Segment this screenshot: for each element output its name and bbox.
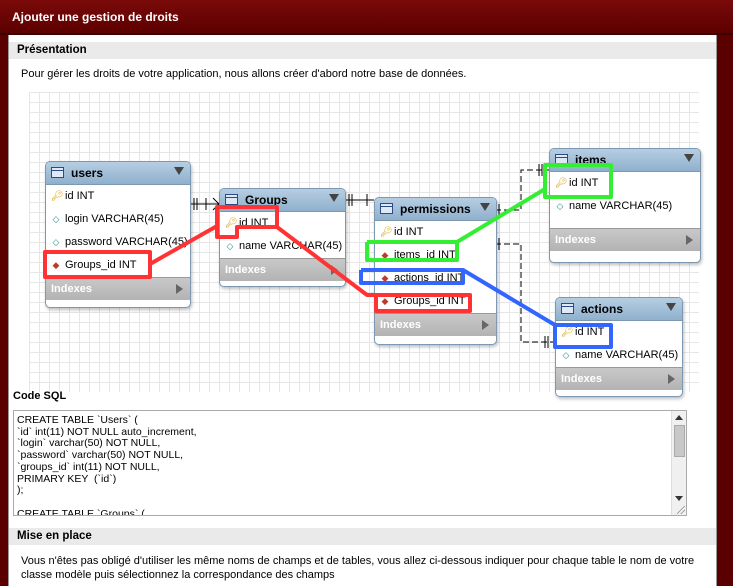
table-icon: [225, 194, 238, 205]
column-row: ◇name VARCHAR(45): [220, 235, 345, 258]
table-name: items: [575, 153, 607, 167]
scroll-thumb[interactable]: [674, 425, 685, 457]
table-permissions: permissions 🔑︎id INT ◆items_id INT ◆acti…: [374, 197, 497, 345]
presentation-heading: Présentation: [9, 42, 716, 59]
indexes-bar[interactable]: Indexes: [46, 277, 190, 300]
attribute-icon: ◇: [52, 237, 60, 247]
column-row: 🔑︎id INT: [556, 321, 682, 344]
column-row: ◆actions_id INT: [375, 267, 496, 290]
table-groups: Groups 🔑︎id INT ◇name VARCHAR(45) Indexe…: [219, 188, 346, 287]
column-row: 🔑︎id INT: [220, 212, 345, 235]
sql-heading: Code SQL: [13, 390, 67, 402]
column-row: 🔑︎id INT: [46, 185, 190, 208]
expand-arrow-icon: [686, 235, 693, 245]
table-items: items 🔑︎id INT ◇name VARCHAR(45) Indexes: [549, 148, 701, 263]
foreign-key-icon: ◆: [381, 296, 389, 306]
content-panel: Présentation Pour gérer les droits de vo…: [8, 35, 717, 586]
key-icon: 🔑︎: [561, 327, 574, 338]
collapse-arrow-icon[interactable]: [329, 194, 339, 202]
page-title: Ajouter une gestion de droits: [12, 10, 179, 24]
page-header: Ajouter une gestion de droits: [0, 0, 733, 35]
table-name: Groups: [245, 193, 288, 207]
collapse-arrow-icon[interactable]: [666, 303, 676, 311]
attribute-icon: ◇: [562, 350, 570, 360]
foreign-key-icon: ◆: [381, 273, 389, 283]
table-icon: [380, 203, 393, 214]
setup-heading: Mise en place: [9, 528, 716, 545]
scrollbar[interactable]: [671, 411, 686, 515]
attribute-icon: ◇: [52, 214, 60, 224]
collapse-arrow-icon[interactable]: [480, 203, 490, 211]
scroll-down-icon[interactable]: [675, 496, 683, 501]
collapse-arrow-icon[interactable]: [174, 167, 184, 175]
presentation-intro: Pour gérer les droits de votre applicati…: [21, 68, 467, 80]
attribute-icon: ◇: [226, 241, 234, 251]
expand-arrow-icon: [482, 320, 489, 330]
scroll-up-icon[interactable]: [675, 415, 683, 420]
relation-permissions-items: [495, 169, 549, 211]
table-icon: [555, 154, 568, 165]
column-row: ◇password VARCHAR(45): [46, 231, 190, 254]
table-name: permissions: [400, 202, 471, 216]
key-icon: 🔑︎: [555, 178, 568, 189]
table-users: users 🔑︎id INT ◇login VARCHAR(45) ◇passw…: [45, 161, 191, 308]
column-row: 🔑︎id INT: [375, 221, 496, 244]
indexes-bar[interactable]: Indexes: [556, 367, 682, 390]
expand-arrow-icon: [668, 374, 675, 384]
table-actions: actions 🔑︎id INT ◇name VARCHAR(45) Index…: [555, 297, 683, 397]
sql-code: CREATE TABLE `Users` ( `id` int(11) NOT …: [17, 414, 197, 516]
column-row: ◇login VARCHAR(45): [46, 208, 190, 231]
column-row: ◆Groups_id INT: [375, 290, 496, 313]
foreign-key-icon: ◆: [381, 250, 389, 260]
key-icon: 🔑︎: [380, 227, 393, 238]
table-name: users: [71, 166, 104, 180]
column-row: ◆items_id INT: [375, 244, 496, 267]
table-icon: [561, 303, 574, 314]
indexes-bar[interactable]: Indexes: [550, 228, 700, 251]
setup-text: Vous n'êtes pas obligé d'utiliser les mê…: [21, 555, 695, 581]
column-row: ◆Groups_id INT: [46, 254, 190, 277]
relation-permissions-actions: [495, 243, 555, 343]
column-row: ◇name VARCHAR(45): [556, 344, 682, 367]
attribute-icon: ◇: [556, 201, 564, 211]
collapse-arrow-icon[interactable]: [684, 154, 694, 162]
indexes-bar[interactable]: Indexes: [220, 258, 345, 281]
column-row: 🔑︎id INT: [550, 172, 700, 195]
foreign-key-icon: ◆: [52, 260, 60, 270]
table-icon: [51, 167, 64, 178]
sql-code-textarea[interactable]: CREATE TABLE `Users` ( `id` int(11) NOT …: [13, 410, 687, 516]
key-icon: 🔑︎: [51, 191, 64, 202]
key-icon: 🔑︎: [225, 218, 238, 229]
resize-grip-icon[interactable]: [677, 506, 685, 514]
table-name: actions: [581, 302, 624, 316]
indexes-bar[interactable]: Indexes: [375, 313, 496, 336]
column-row: ◇name VARCHAR(45): [550, 195, 700, 218]
expand-arrow-icon: [176, 284, 183, 294]
er-diagram: users 🔑︎id INT ◇login VARCHAR(45) ◇passw…: [29, 92, 701, 397]
expand-arrow-icon: [331, 265, 338, 275]
